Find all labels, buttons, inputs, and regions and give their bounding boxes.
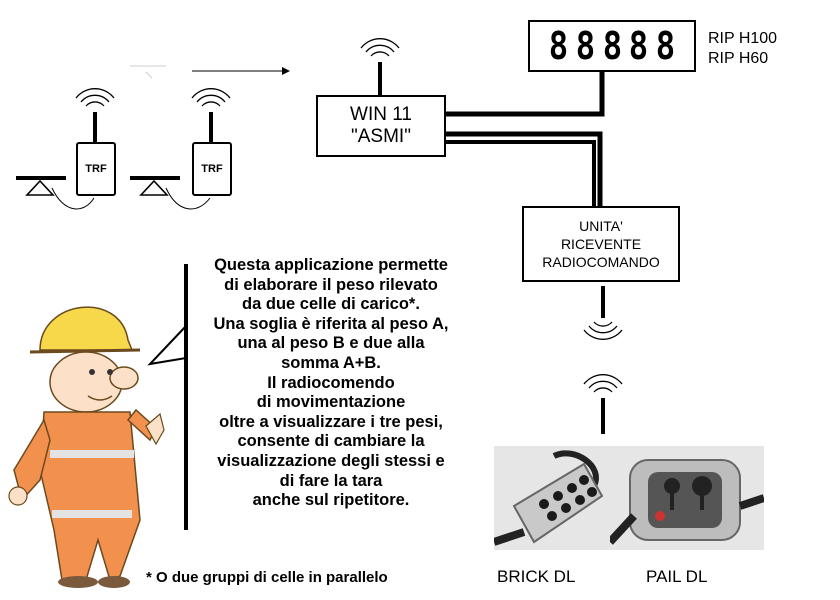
worker-illustration [8, 306, 165, 588]
description-text: Questa applicazione permette di elaborar… [186, 256, 476, 511]
trf-transmitter: TRF [192, 142, 232, 196]
display-digit: 8 [629, 24, 649, 68]
description-line: visualizzazione degli stessi e [217, 451, 445, 470]
receiver-unit-box: UNITA' RICEVENTE RADIOCOMANDO [522, 206, 680, 282]
footnote: * O due gruppi di celle in parallelo [146, 569, 388, 586]
win-box-line2: "ASMI" [351, 126, 411, 147]
description-line: somma A+B. [281, 353, 381, 372]
wifi-icon [360, 38, 400, 57]
receiver-line2: RICEVENTE [560, 236, 642, 252]
description-line: Una soglia è riferita al peso A, [213, 314, 449, 333]
description-line: Il radiocomendo [267, 373, 395, 392]
weight-display: 8 8 8 8 8 [528, 20, 696, 72]
display-digit: 8 [602, 24, 622, 68]
display-digit: 8 [575, 24, 595, 68]
display-digit: 8 [656, 24, 676, 68]
remote-control-icon [610, 459, 764, 545]
win11-asmi-box: WIN 11 "ASMI" [316, 95, 446, 157]
trf-label: TRF [201, 163, 223, 175]
description-line: di movimentazione [256, 393, 406, 412]
pail-dl-caption: PAIL DL [646, 567, 708, 586]
display-digit: 8 [548, 24, 568, 68]
description-line: di fare la tara [279, 471, 383, 490]
wifi-icon [583, 374, 623, 393]
repeater-model-1: RIP H100 [708, 30, 778, 47]
description-line: anche sul ripetitore. [252, 491, 410, 510]
wifi-icon [191, 88, 231, 107]
remote-control-icon [494, 450, 604, 546]
receiver-line3: RADIOCOMANDO [542, 254, 660, 270]
arrow-right-icon [192, 67, 290, 75]
pail-dl-remote-photo [610, 446, 764, 550]
win-box-line1: WIN 11 [350, 104, 412, 125]
scale-icon [130, 176, 211, 210]
brick-dl-remote-photo [494, 446, 610, 550]
trf-label: TRF [85, 163, 107, 175]
description-line: consente di cambiare la [237, 432, 425, 451]
repeater-model-2: RIP H60 [708, 50, 769, 67]
brick-dl-caption: BRICK DL [497, 567, 576, 586]
description-line: una al peso B e due alla [237, 334, 425, 353]
trf-transmitter: TRF [76, 142, 116, 196]
wifi-icon [75, 88, 115, 107]
receiver-line1: UNITA' [579, 218, 623, 234]
description-line: Questa applicazione permette [214, 256, 448, 274]
description-line: di elaborare il peso rilevato [224, 275, 438, 294]
wifi-icon [583, 321, 623, 340]
scale-icon [16, 176, 95, 210]
description-line: oltre a visualizzare i tre pesi, [219, 412, 443, 431]
description-line: da due celle di carico*. [242, 295, 420, 314]
